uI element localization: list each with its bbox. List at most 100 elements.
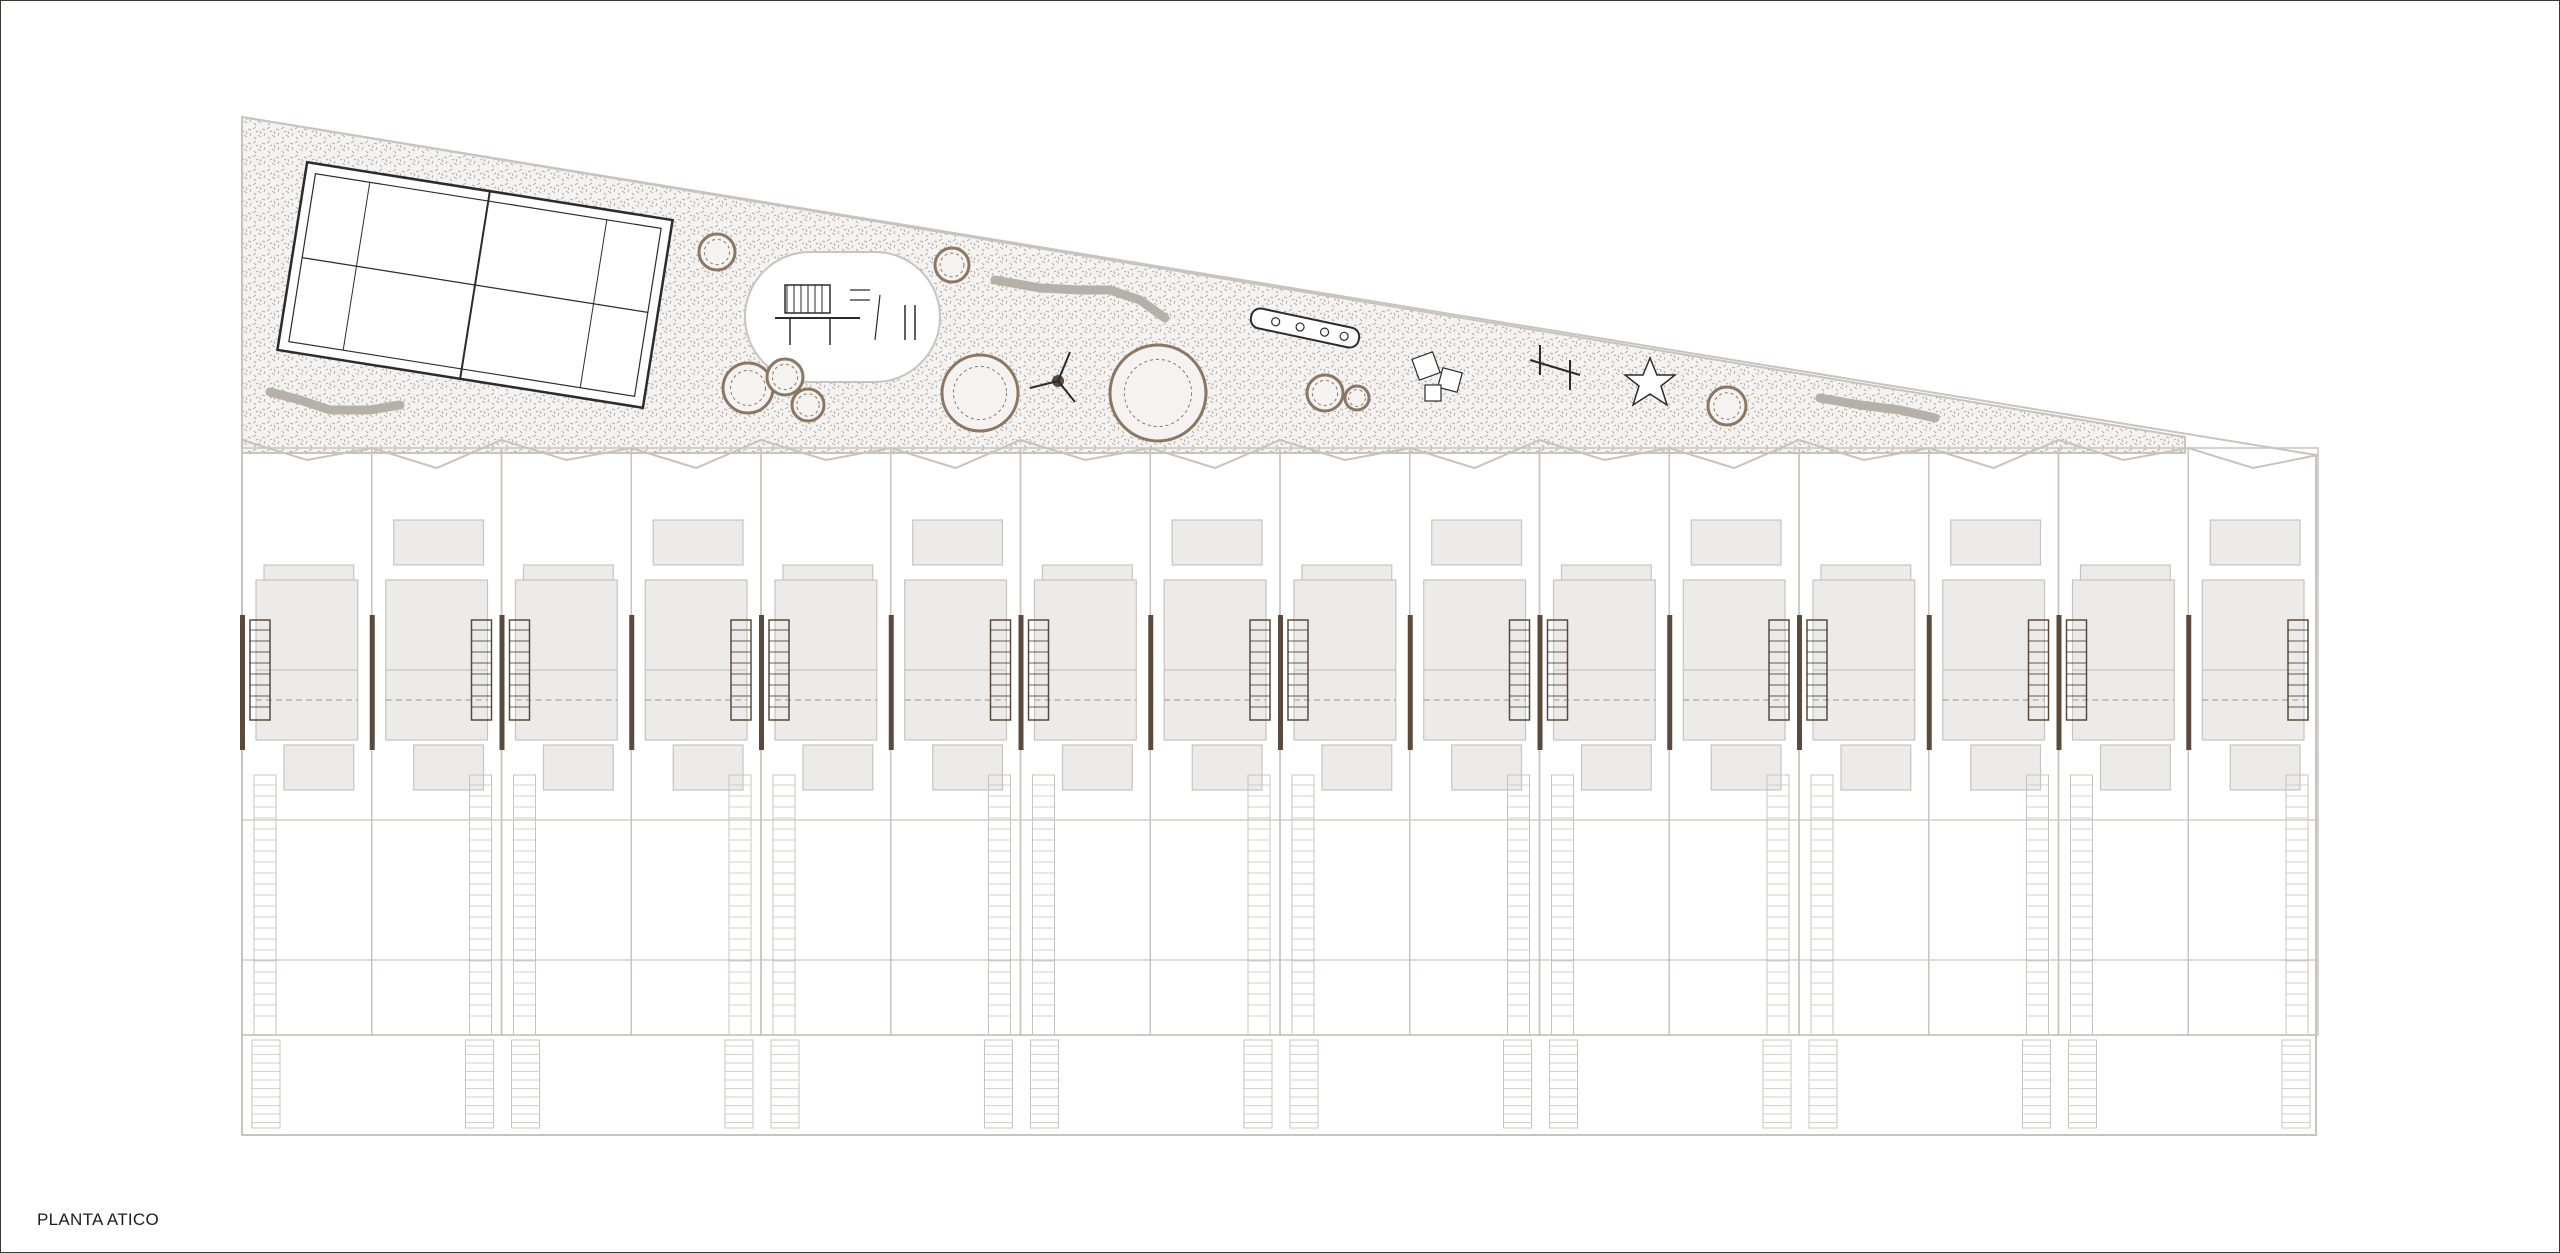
tree-canopy-inner — [939, 252, 965, 278]
balcony — [1321, 744, 1393, 791]
sports-court — [275, 160, 675, 410]
attic-room — [774, 579, 878, 741]
housing-unit — [1667, 447, 1800, 1129]
roof-terrace — [1431, 519, 1523, 566]
housing-unit — [1148, 447, 1281, 1129]
attic-room — [255, 579, 359, 741]
parking-strip — [1243, 1039, 1273, 1129]
parking-strip — [1503, 1039, 1532, 1129]
ramp — [772, 774, 796, 1036]
tree — [721, 361, 775, 415]
party-wall — [1407, 615, 1413, 750]
court-service-line — [579, 219, 608, 388]
tree — [1305, 373, 1345, 413]
balcony — [932, 744, 1004, 791]
attic-room — [904, 579, 1008, 741]
balcony — [542, 744, 614, 791]
balcony — [1710, 744, 1782, 791]
ramp — [1507, 774, 1530, 1036]
party-wall — [1018, 615, 1024, 750]
bench-curved — [990, 275, 1170, 323]
parking-strip — [251, 1039, 281, 1129]
attic-room — [2071, 579, 2175, 741]
party-wall — [1667, 615, 1673, 750]
balcony — [283, 744, 355, 791]
housing-unit — [1278, 447, 1411, 1129]
bench-curved — [265, 387, 405, 415]
log-knot — [1339, 331, 1349, 341]
spinner-arm — [1057, 351, 1071, 382]
ramp — [469, 774, 492, 1036]
party-wall — [888, 615, 894, 750]
ramp — [988, 774, 1011, 1036]
roof-terrace — [912, 519, 1004, 566]
balcony — [802, 744, 874, 791]
balcony — [2099, 744, 2171, 791]
ramp — [2070, 774, 2093, 1036]
plan-title: PLANTA ATICO — [37, 1210, 160, 1229]
tree-canopy — [933, 246, 971, 284]
tree — [933, 246, 971, 284]
spinner-arm — [1057, 380, 1076, 403]
party-wall — [1926, 615, 1932, 750]
parking-strip — [1762, 1039, 1792, 1129]
parking-strip — [1030, 1039, 1059, 1129]
play-slide — [874, 294, 881, 341]
parking-strip — [770, 1039, 800, 1129]
housing-unit — [1407, 447, 1541, 1129]
tree — [697, 232, 737, 272]
parking-strip — [984, 1039, 1013, 1129]
balcony — [1970, 744, 2042, 791]
housing-unit — [499, 447, 632, 1129]
play-block — [1437, 367, 1463, 393]
trees — [697, 232, 1748, 443]
ramp — [1032, 774, 1055, 1036]
tree-canopy-inner — [730, 370, 766, 406]
play-block — [1411, 351, 1441, 381]
housing-unit — [2056, 447, 2189, 1129]
housing-unit — [2186, 447, 2319, 1129]
attic-room — [1552, 579, 1656, 741]
housing-unit — [240, 447, 373, 1129]
housing-unit — [629, 447, 762, 1129]
stair — [249, 619, 271, 721]
roof-terrace — [393, 519, 485, 566]
tree — [940, 353, 1020, 433]
lot-outline — [1538, 447, 1670, 1036]
lot-outline — [1279, 447, 1411, 1036]
tree-canopy-inner — [1123, 358, 1193, 428]
attic-room — [1682, 579, 1786, 741]
party-wall — [2056, 615, 2062, 750]
lot-outline — [760, 447, 892, 1036]
log — [1249, 307, 1361, 349]
stair — [1806, 619, 1828, 721]
starfish-sculpture — [1622, 356, 1678, 407]
parking-strip — [511, 1039, 540, 1129]
lot-outline — [2057, 447, 2189, 1036]
lot-outline — [1798, 447, 1930, 1036]
log-knot — [1271, 317, 1281, 327]
roof-ridge — [241, 438, 2319, 470]
attic-room — [1293, 579, 1397, 741]
balcony — [1451, 744, 1523, 791]
ramp — [2285, 774, 2309, 1036]
lot-outline — [241, 447, 373, 1036]
party-wall — [499, 615, 505, 750]
court-service-line — [342, 182, 371, 351]
balcony — [1580, 744, 1652, 791]
balcony — [2229, 744, 2301, 791]
party-wall — [759, 615, 764, 750]
lot-outline — [500, 447, 632, 1036]
stair — [2287, 619, 2309, 721]
parking-strip — [1808, 1039, 1838, 1129]
roof-terrace — [652, 519, 744, 566]
stair — [1249, 619, 1271, 721]
parking-strip — [465, 1039, 494, 1129]
ramp — [253, 774, 277, 1036]
parking-strip — [2281, 1039, 2311, 1129]
ramp — [1247, 774, 1271, 1036]
housing-unit — [759, 447, 892, 1129]
stair — [2065, 619, 2088, 721]
sports-court-lines — [275, 160, 675, 410]
